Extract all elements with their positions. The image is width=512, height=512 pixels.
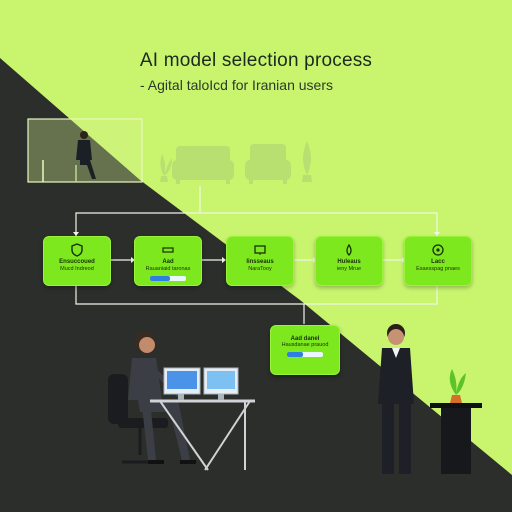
process-step-card[interactable]: Iinsseaus NaraTooy [226,236,294,286]
card-text: Mucd Indreod [60,266,94,272]
page-subtitle: - Agital taloIcd for Iranian users [140,77,333,93]
process-step-card[interactable]: Huleaus ieny Mrue [315,236,383,286]
process-step-card[interactable]: Ensuccoued Mucd Indreod [43,236,111,286]
armchair-icon [245,144,291,184]
leaf-icon [346,243,352,256]
card-title: Huleaus [337,259,361,265]
card-text: ieny Mrue [336,266,362,272]
card-title: Lacc [431,259,445,265]
popup-title: Aad danel [290,336,320,342]
target-icon [432,244,444,256]
card-title: Aad [162,259,174,265]
plant-pedestal [430,369,482,474]
seated-man-figure [42,131,96,182]
popup-progress-bar[interactable] [287,352,323,357]
flow-connectors [75,186,438,324]
office-window [27,118,143,183]
process-step-card[interactable]: Lacc Esaesspag pnaes [404,236,472,286]
sofa-icon [172,146,234,184]
card-progress-bar[interactable] [150,276,186,281]
card-title: Iinsseaus [246,259,274,265]
shield-icon [71,243,83,257]
card-text: Esaesspag pnaes [416,266,460,272]
plant-left-icon [160,154,172,182]
card-title: Ensuccoued [59,259,95,265]
process-step-card[interactable]: Aad Rauaniaid taronas [134,236,202,286]
model-detail-card[interactable]: Aad danel Hausdanae prauod [270,325,340,375]
monitor-icon [254,245,266,255]
slider-icon [162,247,174,253]
plant-right-icon [302,141,312,182]
standing-businessman-figure [378,324,414,474]
popup-text: Hausdanae prauod [281,342,329,348]
card-text: NaraTooy [248,266,272,272]
card-text: Rauaniaid taronas [145,266,191,272]
seated-worker-figure [128,332,196,464]
computer-monitors [163,367,239,400]
desk [150,399,255,471]
page-title: AI model selection process [139,50,373,71]
